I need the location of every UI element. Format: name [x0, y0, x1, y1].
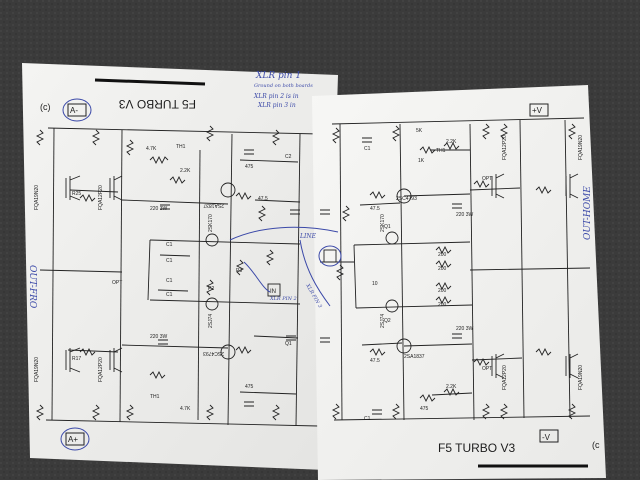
- pen-annotations: LINE XLR PIN 3 XLR PIN 2: [229, 226, 339, 309]
- left-output-note: OUT-FRO: [27, 265, 37, 309]
- svg-text:Q2: Q2: [384, 318, 391, 324]
- svg-text:R17: R17: [72, 356, 81, 362]
- right-capacitors: [320, 137, 462, 415]
- right-component-labels: FQA19N20 FQA12P20 FQA19N20 FQA12P20 2SC4…: [364, 128, 584, 422]
- right-title: F5 TURBO V3: [438, 441, 515, 455]
- svg-text:47.5: 47.5: [370, 206, 380, 212]
- svg-text:FQA19N20: FQA19N20: [34, 185, 40, 210]
- svg-text:C1: C1: [364, 416, 371, 422]
- svg-text:1K: 1K: [418, 158, 425, 164]
- left-resistors: [35, 125, 281, 421]
- svg-text:2.2K: 2.2K: [446, 139, 457, 145]
- right-transistors: [385, 173, 579, 379]
- svg-text:220 3W: 220 3W: [150, 206, 168, 212]
- svg-text:475: 475: [245, 384, 254, 390]
- right-rail-top: +V: [532, 106, 543, 115]
- svg-text:Q1: Q1: [384, 224, 391, 230]
- left-wiring: [39, 127, 321, 427]
- svg-text:2SK170: 2SK170: [380, 214, 386, 232]
- svg-text:FQA12P20: FQA12P20: [502, 135, 508, 160]
- svg-text:C1: C1: [166, 278, 173, 284]
- left-transistors: [65, 175, 236, 373]
- svg-text:200: 200: [438, 266, 447, 272]
- svg-text:200: 200: [438, 252, 447, 258]
- svg-text:47.5: 47.5: [370, 358, 380, 364]
- pen-xlr-label-2: XLR PIN 2: [269, 296, 297, 302]
- svg-text:TH1: TH1: [150, 394, 160, 400]
- svg-text:C1: C1: [364, 146, 371, 152]
- svg-text:Q1: Q1: [285, 341, 292, 347]
- svg-text:FQA19N20: FQA19N20: [578, 135, 584, 160]
- svg-text:P2: P2: [208, 286, 214, 292]
- right-output-note: OUT-HOME: [583, 186, 593, 240]
- left-hand-note-4: XLR pin 3 in: [257, 102, 296, 109]
- svg-text:TH1: TH1: [176, 144, 186, 150]
- svg-text:TH1: TH1: [436, 148, 446, 154]
- left-hand-note-2: Ground on both boards: [254, 83, 313, 89]
- left-rail-top: A-: [70, 106, 78, 115]
- right-rail-bottom: -V: [542, 433, 551, 442]
- svg-text:P3: P3: [236, 268, 242, 274]
- svg-text:5K: 5K: [416, 128, 423, 134]
- svg-text:220 3W: 220 3W: [456, 212, 474, 218]
- svg-text:2SC4793: 2SC4793: [396, 196, 417, 202]
- right-resistors: [331, 123, 577, 420]
- left-capacitors: [158, 149, 300, 407]
- svg-text:FQA19N20: FQA19N20: [578, 365, 584, 390]
- svg-text:475: 475: [245, 164, 254, 170]
- svg-text:2SK170: 2SK170: [208, 214, 214, 232]
- svg-text:220 3W: 220 3W: [150, 334, 168, 340]
- left-hand-note-1: XLR pin 1: [255, 71, 301, 81]
- svg-text:FQA19N20: FQA19N20: [34, 357, 40, 382]
- left-schematic-sheet: (c) F5 TURBO V3 A- A+: [22, 63, 338, 470]
- svg-text:FQA12P20: FQA12P20: [98, 357, 104, 382]
- svg-text:200: 200: [438, 302, 447, 308]
- svg-text:2.2K: 2.2K: [180, 168, 191, 174]
- left-title: F5 TURBO V3: [119, 97, 196, 111]
- svg-text:2SC4793: 2SC4793: [203, 350, 224, 356]
- right-copyright: (c: [592, 440, 600, 450]
- left-in-label: IN: [270, 289, 276, 295]
- svg-text:200: 200: [438, 288, 447, 294]
- svg-text:OPT: OPT: [482, 366, 492, 372]
- svg-text:C1: C1: [166, 242, 173, 248]
- svg-text:475: 475: [420, 406, 429, 412]
- svg-text:2.2K: 2.2K: [446, 384, 457, 390]
- left-component-labels: FQA19N20 FQA12P20 FQA19N20 FQA12P20 2SA1…: [34, 144, 292, 412]
- svg-text:2SA1837: 2SA1837: [203, 202, 224, 208]
- svg-text:FQA12P20: FQA12P20: [502, 365, 508, 390]
- svg-text:4.7K: 4.7K: [146, 146, 157, 152]
- pen-line-label: LINE: [299, 233, 317, 240]
- right-schematic-sheet: +V -V: [312, 85, 606, 480]
- svg-text:2SJ74: 2SJ74: [208, 314, 214, 328]
- svg-text:2SA1837: 2SA1837: [404, 354, 425, 360]
- svg-text:OPT: OPT: [112, 280, 122, 286]
- svg-text:10: 10: [372, 281, 378, 287]
- svg-text:4.7K: 4.7K: [180, 406, 191, 412]
- right-wiring: [320, 117, 591, 421]
- svg-text:47.5: 47.5: [258, 196, 268, 202]
- svg-text:FQA12P20: FQA12P20: [98, 185, 104, 210]
- svg-text:220 3W: 220 3W: [456, 326, 474, 332]
- svg-text:OPT: OPT: [482, 176, 492, 182]
- svg-text:C1: C1: [166, 292, 173, 298]
- svg-text:R25: R25: [72, 191, 81, 197]
- svg-text:2SJ74: 2SJ74: [380, 314, 386, 328]
- svg-text:C1: C1: [166, 258, 173, 264]
- left-hand-note-3: XLR pin 2 is in: [253, 93, 299, 100]
- left-rail-bottom: A+: [68, 435, 78, 444]
- left-copyright: (c): [40, 102, 51, 112]
- svg-text:C2: C2: [285, 154, 292, 160]
